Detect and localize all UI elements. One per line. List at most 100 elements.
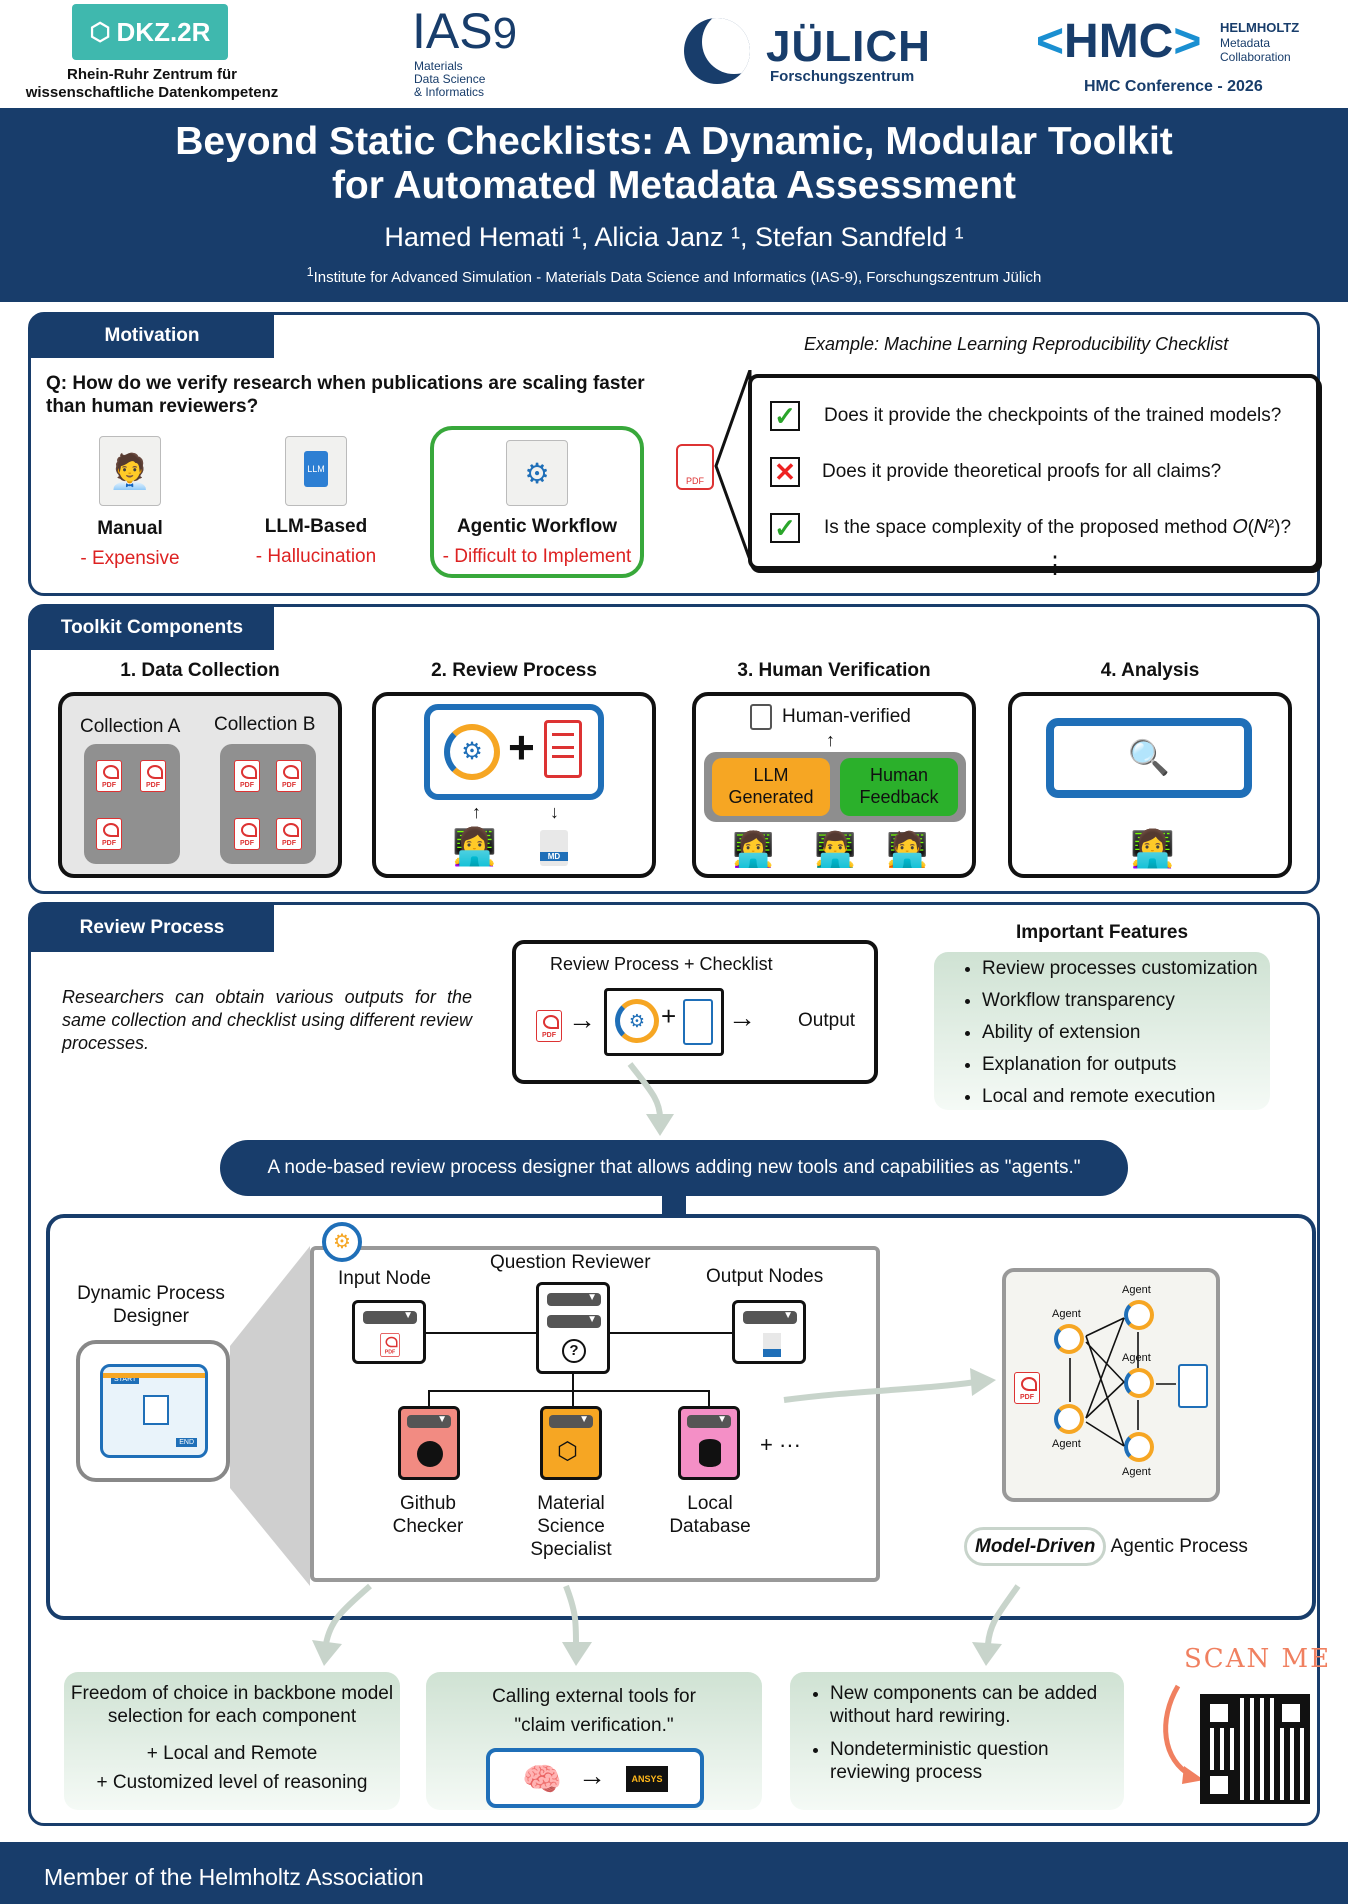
input-node[interactable]: PDF: [352, 1300, 426, 1364]
component-item: Nondeterministic question reviewing proc…: [830, 1738, 1114, 1784]
designer-app-icon: START END: [76, 1340, 230, 1482]
gear-badge-icon: ⚙: [322, 1222, 362, 1262]
checkbox-crossed-icon: ✕: [770, 457, 800, 487]
collection-a-label: Collection A: [80, 716, 181, 737]
arrow-right: →: [578, 1760, 606, 1791]
component-item: New components can be added without hard…: [830, 1682, 1114, 1728]
verification-group: LLM Generated Human Feedback: [704, 752, 966, 822]
agent-label: Agent: [1122, 1466, 1151, 1478]
output-label: Output: [798, 1010, 856, 1031]
pdf-icon: PDF: [140, 760, 166, 792]
collection-a: PDF PDF PDF: [84, 744, 180, 864]
designer-banner: A node-based review process designer tha…: [220, 1140, 1128, 1196]
arrow-right: →: [728, 1002, 756, 1033]
model-driven-label: Model-Driven Agentic Process: [964, 1527, 1248, 1566]
footer: Member of the Helmholtz Association: [0, 1842, 1348, 1904]
agent-icon: [1054, 1324, 1084, 1354]
qr-code[interactable]: [1200, 1694, 1310, 1804]
material-science-node[interactable]: ⬡: [540, 1406, 602, 1480]
pdf-icon: PDF: [276, 760, 302, 792]
step-title: 2. Review Process: [431, 660, 597, 681]
arrow-right: →: [568, 1004, 596, 1035]
agent-connections: [1069, 1317, 1176, 1447]
agent-icon: [1054, 1404, 1084, 1434]
manual-method: 🧑‍💼 Manual - Expensive: [60, 436, 200, 576]
step-title: 3. Human Verification: [737, 660, 931, 681]
pdf-icon: PDF: [536, 1010, 562, 1042]
human-verified-label: Human-verified: [782, 706, 911, 727]
magnifier-chart-icon: 🔍: [1127, 739, 1171, 777]
agent-label: Agent: [1122, 1352, 1151, 1364]
network-icon: ⬡: [89, 18, 111, 46]
pdf-icon: PDF: [234, 818, 260, 850]
connector-line: [610, 1332, 732, 1334]
arrow-up: ↑: [826, 730, 835, 750]
ias-sub: & Informatics: [414, 85, 485, 99]
model-driven-emphasis: Model-Driven: [964, 1527, 1107, 1566]
checklist-icon: [544, 720, 582, 778]
llm-method: LLM LLM-Based - Hallucination: [246, 436, 386, 576]
pdf-icon: PDF: [234, 760, 260, 792]
connector-line: [428, 1390, 430, 1406]
hmc-conference: HMC Conference - 2026: [1084, 78, 1263, 95]
llm-icon: LLM: [285, 436, 347, 506]
example-title: Example: Machine Learning Reproducibilit…: [804, 334, 1229, 354]
pdf-icon: PDF: [676, 444, 714, 490]
hmc-logo: <HMC> HELMHOLTZ Metadata Collaboration H…: [1036, 14, 1336, 104]
backbone-box: Freedom of choice in backbone model sele…: [64, 1672, 400, 1810]
components-box: New components can be added without hard…: [790, 1672, 1124, 1810]
connector-line: [426, 1332, 538, 1334]
curved-arrow: [627, 1062, 674, 1136]
ias-text: IAS: [412, 3, 493, 59]
local-database-node[interactable]: [678, 1406, 740, 1480]
workflow-icon: ⚙: [444, 724, 500, 780]
question-reviewer-node[interactable]: ?: [536, 1282, 610, 1374]
features-box: Review processes customization Workflow …: [934, 952, 1270, 1110]
manual-review-icon: 🧑‍💼: [99, 436, 161, 506]
pdf-icon: PDF: [380, 1333, 400, 1357]
method-name: Agentic Workflow: [456, 516, 618, 537]
method-issue: - Hallucination: [255, 546, 377, 567]
motivation-question: Q: How do we verify research when public…: [46, 373, 645, 417]
person-at-desk-icon: 👩‍💻: [452, 826, 497, 867]
review-description: Researchers can obtain various outputs f…: [62, 987, 472, 1053]
feature-item: Workflow transparency: [982, 990, 1270, 1012]
more-items-ellipsis: ⋮: [1043, 552, 1067, 579]
pdf-icon: PDF: [276, 818, 302, 850]
checkbox-checked-icon: ✓: [770, 401, 800, 431]
checklist-icon: [683, 999, 713, 1045]
output-node[interactable]: [732, 1300, 806, 1364]
feature-item: Review processes customization: [982, 958, 1270, 980]
toolkit-tab: Toolkit Components: [30, 606, 274, 650]
agentic-method: ⚙ Agentic Workflow - Difficult to Implem…: [430, 426, 644, 578]
scan-arrow: [1163, 1684, 1204, 1784]
data-collection-panel: Collection A Collection B PDF PDF PDF PD…: [58, 692, 342, 878]
github-checker-node[interactable]: [398, 1406, 460, 1480]
designer-frame-notch: [662, 1194, 686, 1218]
analysis-panel: 🔍 👩‍💻: [1008, 692, 1292, 878]
curved-arrow: [972, 1584, 1021, 1666]
hmc-sub: HELMHOLTZ: [1220, 20, 1300, 35]
ias-sub: Data Science: [414, 72, 486, 86]
authors: Hamed Hemati ¹, Alicia Janz ¹, Stefan Sa…: [384, 222, 964, 252]
person-at-desk-icon: 👩‍💻: [732, 831, 775, 869]
checklist-icon: [1178, 1364, 1208, 1408]
pdf-icon: PDF: [96, 818, 122, 850]
agent-label: Agent: [1052, 1308, 1081, 1320]
zoom-wedge: [230, 1246, 310, 1586]
connector-line: [428, 1390, 710, 1392]
database-icon: [699, 1439, 721, 1467]
motivation-tab: Motivation: [30, 314, 274, 358]
ansys-logo: ANSYS: [626, 1766, 668, 1792]
arrow-up: ↑: [472, 802, 481, 822]
review-process-box: ⚙ +: [424, 704, 604, 800]
verified-doc-icon: [750, 704, 772, 730]
md-file-icon: [763, 1333, 781, 1357]
curved-arrow: [312, 1583, 372, 1666]
dkz-subtitle: Rhein-Ruhr Zentrum für wissenschaftliche…: [25, 66, 279, 101]
output-nodes-label: Output Nodes: [706, 1266, 824, 1287]
brain-icon: 🧠: [522, 1761, 562, 1797]
method-name: Manual: [97, 518, 163, 539]
agentic-graph: PDF Agent Agent Agent Agent Agent: [1002, 1268, 1220, 1502]
checkbox-checked-icon: ✓: [770, 513, 800, 543]
